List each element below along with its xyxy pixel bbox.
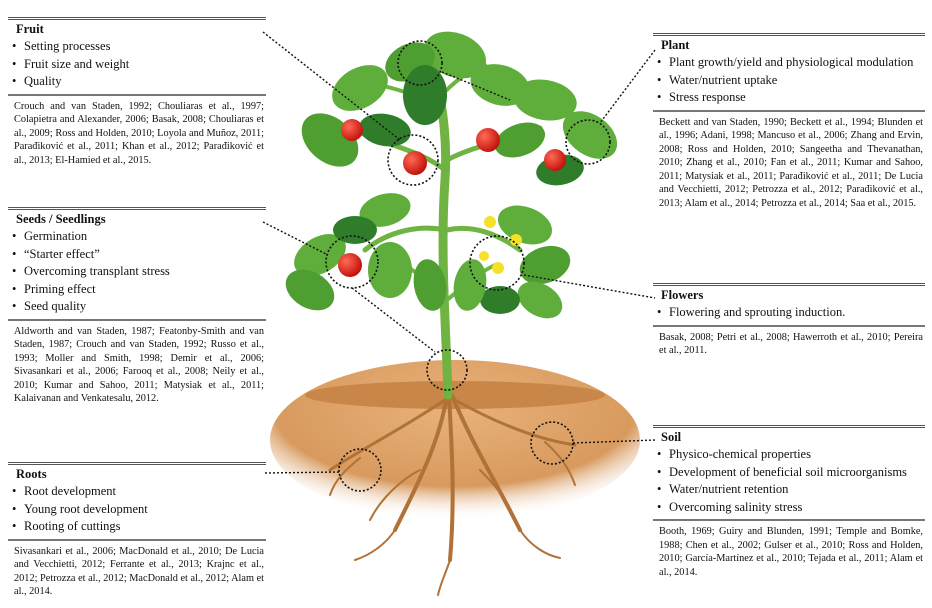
leaves bbox=[285, 31, 618, 319]
list-item: •“Starter effect” bbox=[12, 246, 100, 261]
list-item: •Water/nutrient uptake bbox=[657, 72, 778, 87]
roots-connector bbox=[264, 471, 340, 474]
fruit-highlight-circle bbox=[387, 134, 439, 186]
list-item: •Flowering and sprouting induction. bbox=[657, 305, 846, 319]
top-connector bbox=[441, 71, 511, 101]
plant-highlight-circle bbox=[565, 119, 611, 165]
list-item: •Stress response bbox=[657, 90, 746, 104]
seeds-panel-divider bbox=[8, 318, 266, 321]
list-item: •Priming effect bbox=[12, 281, 96, 296]
list-item: •Germination bbox=[12, 229, 88, 243]
top-highlight-circle bbox=[397, 40, 443, 86]
seeds-connector bbox=[262, 221, 329, 256]
plant-item-list: •Plant growth/yield and physiological mo… bbox=[653, 54, 925, 107]
soil-references: Booth, 1969; Guiry and Blunden, 1991; Te… bbox=[659, 526, 923, 578]
fruit-panel-top-rule bbox=[8, 17, 266, 20]
fruit-panel-divider bbox=[8, 93, 266, 96]
flowers-panel-divider bbox=[653, 324, 925, 327]
list-item: •Water/nutrient retention bbox=[657, 482, 789, 496]
list-item: •Development of beneficial soil microorg… bbox=[657, 464, 907, 479]
list-item: •Physico-chemical properties bbox=[657, 447, 811, 461]
soil-mound bbox=[270, 360, 640, 520]
list-item: •Root development bbox=[12, 484, 116, 498]
list-item: •Overcoming transplant stress bbox=[12, 264, 170, 278]
flowers-item-list: •Flowering and sprouting induction. bbox=[653, 304, 925, 322]
plant-panel: Plant •Plant growth/yield and physiologi… bbox=[653, 33, 925, 211]
roots-highlight-circle bbox=[338, 448, 382, 492]
seeds-panel: Seeds / Seedlings •Germination •“Starter… bbox=[8, 207, 266, 406]
roots-panel-top-rule bbox=[8, 462, 266, 465]
list-item: •Rooting of cuttings bbox=[12, 519, 121, 533]
fruit-panel: Fruit •Setting processes •Fruit size and… bbox=[8, 17, 266, 167]
plant-panel-title: Plant bbox=[661, 38, 690, 52]
seeds-item-list: •Germination •“Starter effect” •Overcomi… bbox=[8, 228, 266, 316]
list-item: •Quality bbox=[12, 74, 62, 88]
flowers-panel-title: Flowers bbox=[661, 288, 704, 302]
roots-panel-divider bbox=[8, 538, 266, 541]
flowers-panel: Flowers •Flowering and sprouting inducti… bbox=[653, 283, 925, 358]
soil-connector bbox=[572, 439, 656, 444]
connector-lines bbox=[262, 31, 656, 474]
roots-references: Sivasankari et al., 2006; MacDonald et a… bbox=[14, 545, 264, 598]
plant-panel-divider bbox=[653, 109, 925, 112]
flowers-references: Basak, 2008; Petri et al., 2008; Hawerro… bbox=[659, 331, 923, 357]
list-item: •Plant growth/yield and physiological mo… bbox=[657, 55, 914, 69]
tomatoes bbox=[338, 119, 566, 277]
list-item: •Seed quality bbox=[12, 299, 87, 313]
stem-base-highlight-circle bbox=[426, 349, 468, 391]
soil-panel-title: Soil bbox=[661, 430, 682, 444]
roots-panel: Roots •Root development •Young root deve… bbox=[8, 462, 266, 599]
seeds-panel-title: Seeds / Seedlings bbox=[16, 212, 106, 226]
fruit-item-list: •Setting processes •Fruit size and weigh… bbox=[8, 38, 266, 91]
fruit-panel-title: Fruit bbox=[16, 22, 44, 36]
soil-panel-top-rule bbox=[653, 425, 925, 428]
roots bbox=[328, 393, 577, 596]
soil-panel: Soil •Physico-chemical properties •Devel… bbox=[653, 425, 925, 579]
plant-panel-top-rule bbox=[653, 33, 925, 36]
flowers bbox=[479, 216, 522, 274]
roots-panel-title: Roots bbox=[16, 467, 47, 481]
seeds-stem-connector bbox=[351, 287, 436, 353]
seeds-panel-top-rule bbox=[8, 207, 266, 210]
plant-references: Beckett and van Staden, 1990; Beckett et… bbox=[659, 116, 923, 210]
roots-item-list: •Root development •Young root developmen… bbox=[8, 483, 266, 536]
flowers-highlight-circle bbox=[469, 235, 525, 291]
fruit-references: Crouch and van Staden, 1992; Chouliaras … bbox=[14, 100, 264, 166]
soil-panel-divider bbox=[653, 519, 925, 521]
list-item: •Fruit size and weight bbox=[12, 56, 130, 71]
soil-item-list: •Physico-chemical properties •Developmen… bbox=[653, 446, 925, 516]
list-item: •Overcoming salinity stress bbox=[657, 499, 803, 514]
list-item: •Setting processes bbox=[12, 39, 111, 53]
plant-connector bbox=[599, 49, 656, 124]
flowers-panel-top-rule bbox=[653, 283, 925, 286]
list-item: •Young root development bbox=[12, 501, 148, 516]
seeds-references: Aldworth and van Staden, 1987; Featonby-… bbox=[14, 325, 264, 405]
fruit-connector bbox=[262, 31, 401, 141]
